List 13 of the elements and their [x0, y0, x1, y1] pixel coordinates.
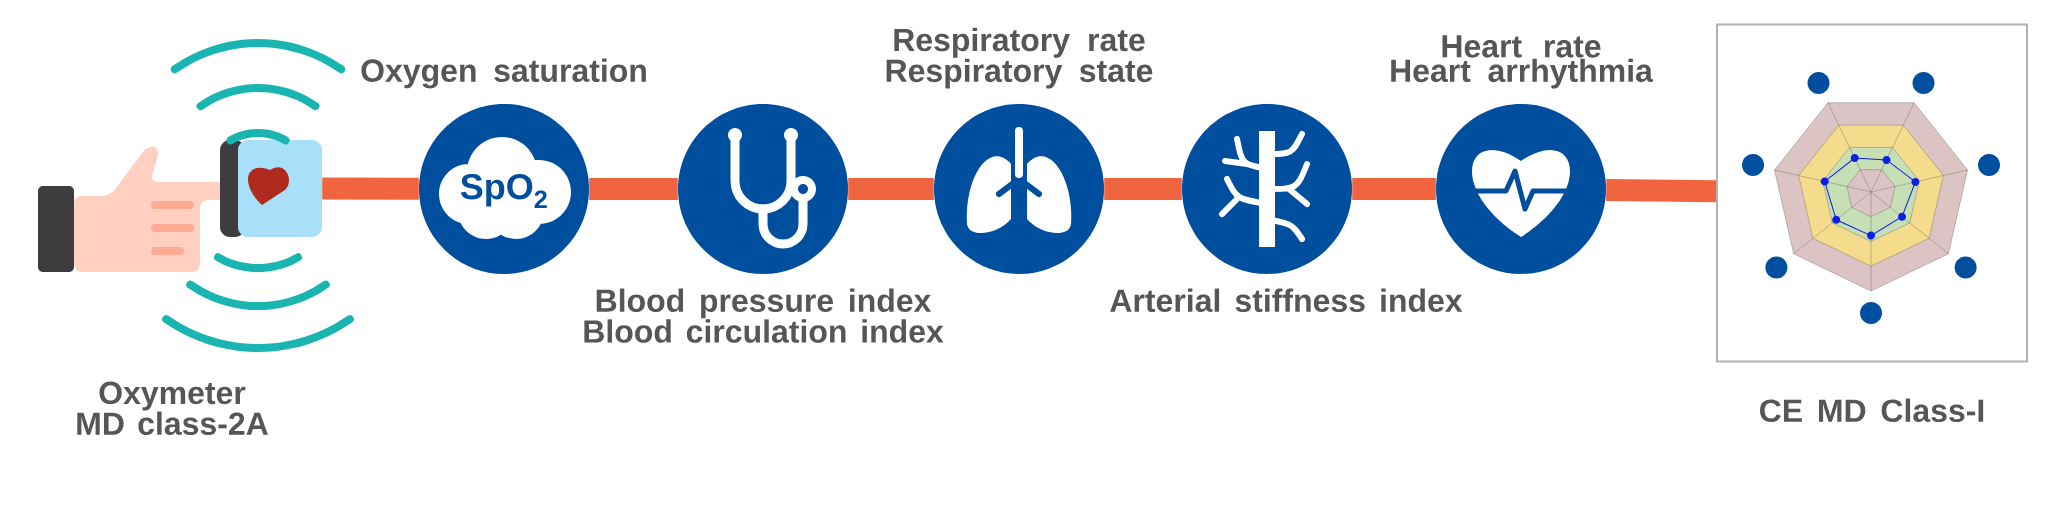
- measurement-label: Heart rate Heart arrhythmia: [1391, 35, 1654, 89]
- connector-line: [848, 178, 934, 200]
- connector-line: [589, 178, 678, 200]
- device-caption: Oxymeter MD class-2A: [77, 381, 268, 435]
- measurement-label: Respiratory rate Respiratory state: [886, 27, 1153, 89]
- device-caption: CE MD Class-I: [1760, 398, 1984, 423]
- measurement-label: Arterial stiffness index: [1110, 288, 1463, 313]
- connector-line: [1352, 178, 1436, 200]
- connector-line: [1104, 178, 1182, 200]
- connector-line: [1606, 179, 1717, 203]
- measurement-label: Blood pressure index Blood circulation index: [584, 288, 944, 343]
- connector-line: [322, 177, 419, 200]
- measurement-label: Oxygen saturation: [361, 58, 646, 89]
